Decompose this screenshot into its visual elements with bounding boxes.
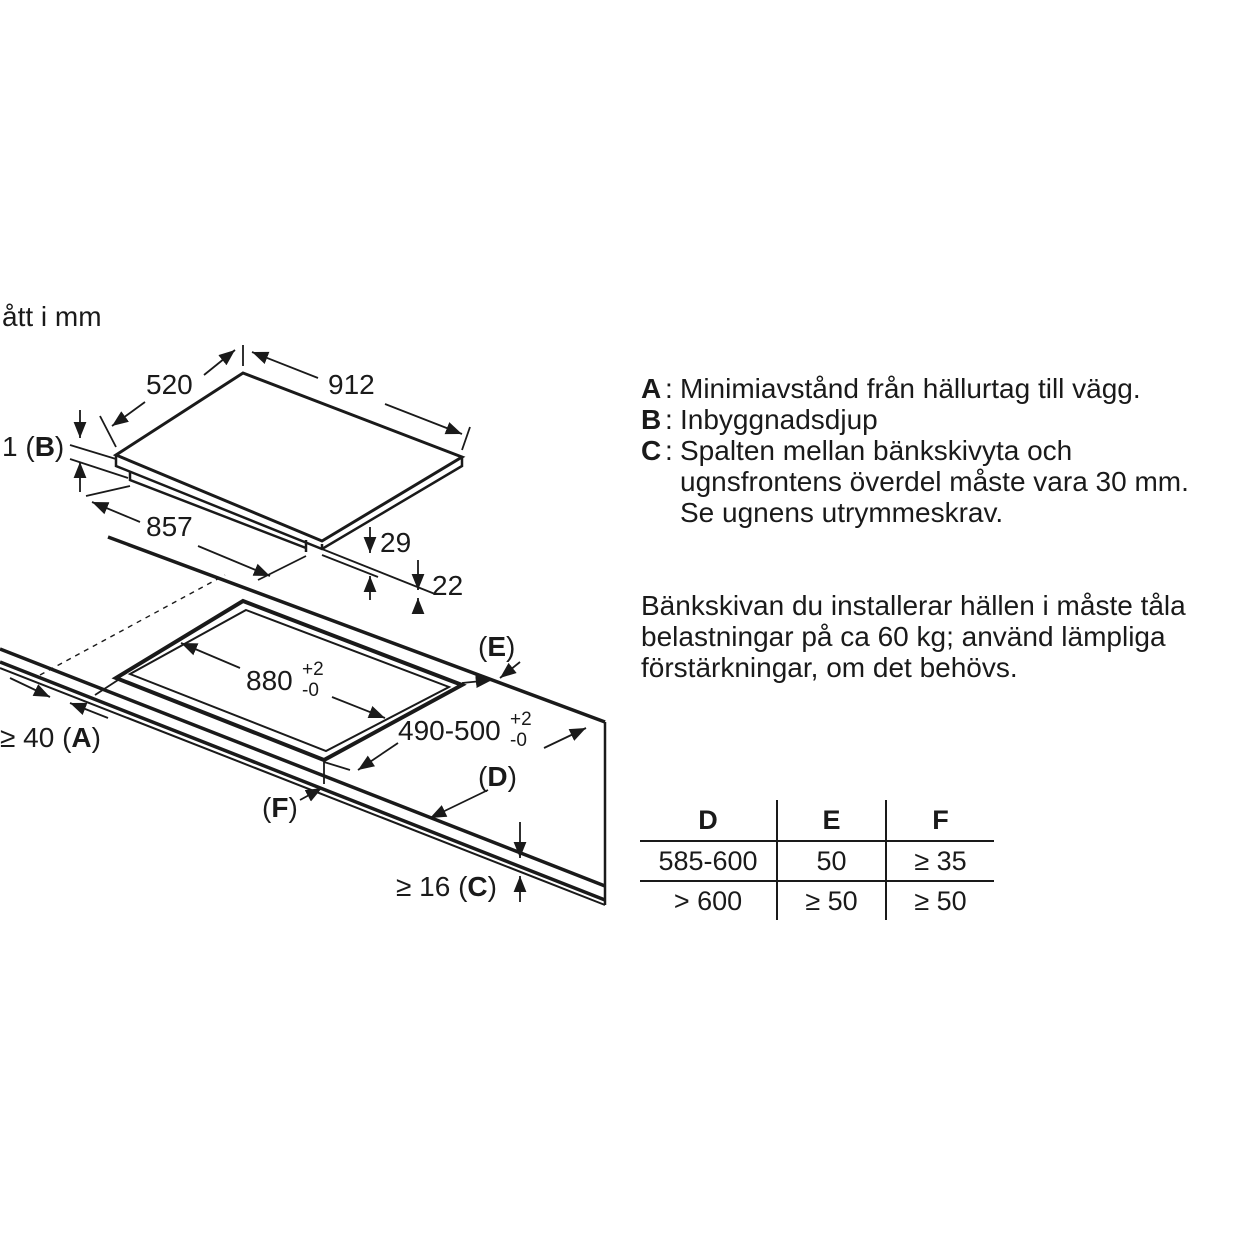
table-cell: 585-600	[640, 841, 778, 882]
dim-B-label: 1 (B)	[2, 431, 64, 462]
dim-490-500-tol-plus: +2	[510, 709, 532, 730]
load-note: Bänkskivan du installerar hällen i måste…	[641, 590, 1240, 683]
dim-F	[299, 762, 325, 802]
dim-880-label: 880	[246, 665, 293, 696]
table-row: 585-600 50 ≥ 35	[640, 841, 994, 882]
dim-29-label: 29	[380, 527, 411, 558]
dim-880	[180, 642, 386, 719]
dim-857	[85, 485, 307, 581]
dim-E	[461, 661, 521, 689]
table-cell: ≥ 50	[914, 885, 967, 916]
dim-D-label: (D)	[478, 761, 517, 792]
dim-A-label: ≥ 40 (A)	[0, 722, 101, 753]
dim-912-label: 912	[328, 369, 375, 400]
legend-text: ugnsfrontens överdel måste vara 30 mm.	[680, 466, 1189, 497]
dim-912	[251, 351, 471, 451]
cutout-inner	[127, 608, 452, 753]
dim-880-tol-plus: +2	[302, 659, 324, 680]
dim-490-500-tol-minus: -0	[510, 730, 527, 751]
table-cell: ≥ 35	[886, 841, 994, 882]
cutout	[111, 598, 467, 763]
note-line: förstärkningar, om det behövs.	[641, 652, 1018, 683]
dim-F-label: (F)	[262, 792, 298, 823]
countertop-front-line-2	[0, 660, 606, 902]
legend-text: Minimiavstånd från hällurtag till vägg.	[680, 373, 1141, 404]
dim-A	[9, 677, 119, 719]
legend-item-C: C: Spalten mellan bänkskivyta och	[641, 435, 1073, 466]
table-header-F: F	[886, 800, 994, 842]
legend-key: B	[641, 404, 662, 435]
legend-item-B: B: Inbyggnadsdjup	[641, 404, 878, 435]
note-line: Bänkskivan du installerar hällen i måste…	[641, 590, 1186, 621]
dim-D	[429, 789, 489, 819]
legend-text: Se ugnens utrymmeskrav.	[680, 497, 1004, 528]
table-header-row: D E F	[640, 800, 994, 842]
dim-B	[69, 410, 129, 492]
dim-490-500-label: 490-500	[398, 715, 501, 746]
dim-22-label: 22	[432, 570, 463, 601]
countertop	[0, 535, 607, 906]
unit-caption: ått i mm	[2, 301, 102, 332]
dimension-table: D E F 585-600 50 ≥ 35 > 600 ≥ 50 ≥ 50	[640, 800, 994, 920]
table-row: > 600 ≥ 50 ≥ 50	[640, 881, 994, 920]
center-dash-line	[39, 574, 226, 676]
dim-520	[99, 345, 244, 448]
cooktop-top-surface	[112, 371, 466, 543]
table-header-D: D	[640, 800, 778, 842]
cooktop-base-front	[128, 472, 324, 550]
legend-text: Spalten mellan bänkskivyta och	[680, 435, 1073, 466]
dim-C-label: ≥ 16 (C)	[396, 871, 497, 902]
note-line: belastningar på ca 60 kg; använd lämplig…	[641, 621, 1166, 652]
legend-item-A: A: Minimiavstånd från hällurtag till väg…	[641, 373, 1141, 404]
legend: A: Minimiavstånd från hällurtag till väg…	[641, 373, 1240, 528]
table-cell: ≥ 50	[777, 881, 887, 920]
legend-key: A	[641, 373, 662, 404]
dim-857-label: 857	[146, 511, 193, 542]
dim-520-label: 520	[146, 369, 193, 400]
table-cell: 50	[777, 841, 887, 882]
countertop-front-line-1	[0, 647, 606, 888]
countertop-back-edge	[107, 535, 606, 724]
table-cell: > 600	[640, 881, 778, 920]
legend-key: C	[641, 435, 662, 466]
dim-490-500	[323, 727, 587, 771]
cutout-outline	[111, 598, 467, 763]
countertop-front-edge	[0, 667, 606, 906]
dim-E-label: (E)	[478, 631, 515, 662]
table-header-E: E	[777, 800, 887, 842]
dim-880-tol-minus: -0	[302, 680, 319, 701]
legend-text: Inbyggnadsdjup	[680, 404, 878, 435]
